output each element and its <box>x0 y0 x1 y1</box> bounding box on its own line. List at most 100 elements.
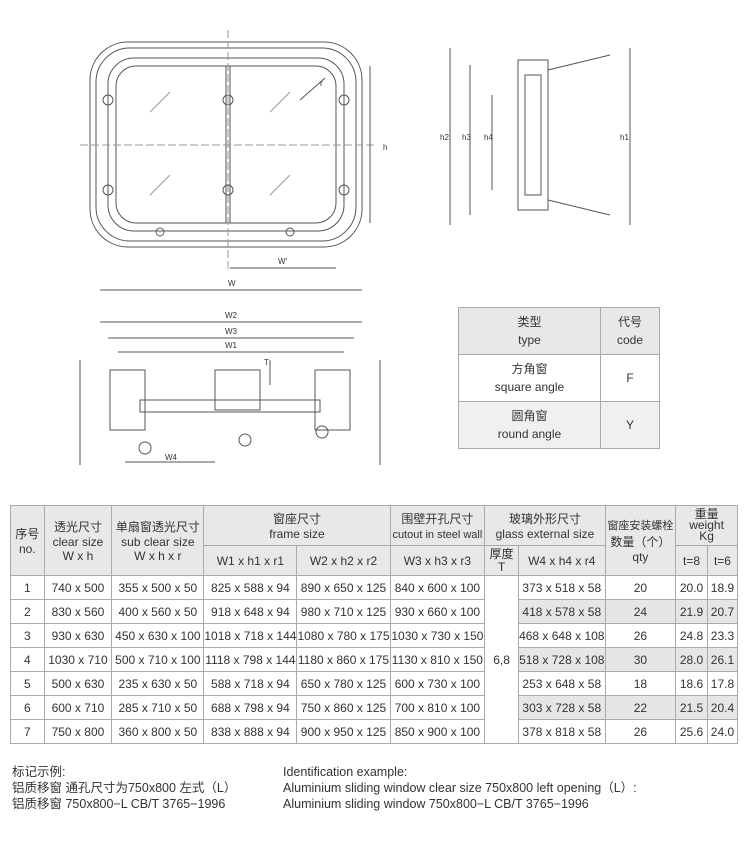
no-cell: 7 <box>10 719 45 744</box>
t-en: T <box>497 559 506 574</box>
qty-cell: 26 <box>604 719 677 744</box>
w3-cell: 840 x 600 x 100 <box>389 575 486 600</box>
sub-clear-size-cell: 285 x 710 x 50 <box>111 695 205 720</box>
w4-cell: 373 x 518 x 58 <box>517 575 606 600</box>
label-W-prime: W' <box>278 257 288 266</box>
weight-t6-cell: 24.0 <box>706 719 739 744</box>
footer-en-line2: Aluminium sliding window 750x800−L CB/T … <box>283 797 589 811</box>
cut-cn: 围壁开孔尺寸 <box>401 512 474 526</box>
w2-cell: 980 x 710 x 125 <box>296 599 391 624</box>
w3-cell: 700 x 810 x 100 <box>389 695 486 720</box>
sub-clear-size-cell: 235 x 630 x 50 <box>111 671 205 696</box>
footer-en: Identification example: Aluminium slidin… <box>283 764 637 812</box>
label-h2: h2 <box>440 133 449 142</box>
w2-cell: 890 x 650 x 125 <box>296 575 391 600</box>
w4-cell: 378 x 818 x 58 <box>517 719 606 744</box>
clear-size-cell: 740 x 500 <box>43 575 113 600</box>
w1-cell: 838 x 888 x 94 <box>203 719 298 744</box>
sub-cn: 单扇窗透光尺寸 <box>115 520 200 534</box>
w4-header: W4 x h4 x r4 <box>517 545 606 576</box>
no-cell: 2 <box>10 599 45 624</box>
w4-cell: 418 x 578 x 58 <box>517 599 606 624</box>
w4-cell: 253 x 648 x 58 <box>517 671 606 696</box>
w2-cell: 1180 x 860 x 175 <box>296 647 391 672</box>
qty-cell: 30 <box>604 647 677 672</box>
clear-dim: W x h <box>62 549 94 563</box>
w1-cell: 1118 x 798 x 144 <box>203 647 298 672</box>
wt-en: weight <box>689 518 724 532</box>
type-code: F <box>600 354 660 402</box>
weight-t8-cell: 18.6 <box>675 671 708 696</box>
label-W: W <box>228 279 236 288</box>
code-header: 代号 code <box>600 307 660 355</box>
w2-header: W2 x h2 x r2 <box>296 545 391 576</box>
label-h1: h1 <box>620 133 629 142</box>
no-cell: 5 <box>10 671 45 696</box>
code-header-cn: 代号 <box>617 315 642 329</box>
label-T: T <box>264 358 269 367</box>
weight-t6-cell: 23.3 <box>706 623 739 648</box>
w2-cell: 650 x 780 x 125 <box>296 671 391 696</box>
w2-cell: 1080 x 780 x 175 <box>296 623 391 648</box>
w3-cell: 1130 x 810 x 150 <box>389 647 486 672</box>
qty-cn: 窗座安装螺栓 <box>607 520 674 532</box>
footer-cn-line1: 铝质移窗 通孔尺寸为750x800 左式（L） <box>12 781 237 795</box>
footer-en-line1: Aluminium sliding window clear size 750x… <box>283 781 637 795</box>
label-W2: W2 <box>225 311 238 320</box>
clear-size-cell: 1030 x 710 <box>43 647 113 672</box>
cross-section-drawing: W2 W3 W1 W4 T <box>79 311 381 465</box>
w3-header: W3 x h3 x r3 <box>389 545 486 576</box>
qty-cell: 20 <box>604 575 677 600</box>
thickness-cell: 6,8 <box>484 575 519 744</box>
front-view-drawing: h W W' r <box>80 30 387 291</box>
weight-t8-cell: 20.0 <box>675 575 708 600</box>
weight-t8-cell: 24.8 <box>675 623 708 648</box>
weight-t6-cell: 17.8 <box>706 671 739 696</box>
qty-en: qty <box>632 550 649 564</box>
footer-en-title: Identification example: <box>283 765 408 779</box>
type-code: Y <box>600 401 660 449</box>
w4-cell: 518 x 728 x 108 <box>517 647 606 672</box>
w3-cell: 850 x 900 x 100 <box>389 719 486 744</box>
code-header-en: code <box>616 333 644 347</box>
weight-t6-cell: 26.1 <box>706 647 739 672</box>
sub-clear-size-cell: 355 x 500 x 50 <box>111 575 205 600</box>
label-r: r <box>320 79 323 88</box>
cutout-header: 围壁开孔尺寸 cutout in steel wall <box>389 505 486 546</box>
w2-cell: 750 x 860 x 125 <box>296 695 391 720</box>
qty-cell: 22 <box>604 695 677 720</box>
footer-cn: 标记示例: 铝质移窗 通孔尺寸为750x800 左式（L） 铝质移窗 750x8… <box>12 764 236 812</box>
w1-cell: 825 x 588 x 94 <box>203 575 298 600</box>
wt-unit: Kg <box>699 529 714 543</box>
wt-cn: 重量 <box>694 507 719 521</box>
clear-cn: 透光尺寸 <box>53 520 102 534</box>
w3-cell: 1030 x 730 x 150 <box>389 623 486 648</box>
weight-t8-cell: 21.5 <box>675 695 708 720</box>
glass-en: glass external size <box>495 527 595 541</box>
no-en: no. <box>18 542 36 556</box>
w1-cell: 588 x 718 x 94 <box>203 671 298 696</box>
w1-cell: 1018 x 718 x 144 <box>203 623 298 648</box>
qty-cell: 26 <box>604 623 677 648</box>
cut-en: cutout in steel wall <box>392 529 483 541</box>
no-cell: 4 <box>10 647 45 672</box>
frame-cn: 窗座尺寸 <box>272 512 321 526</box>
label-h: h <box>383 143 387 152</box>
weight-t6-cell: 18.9 <box>706 575 739 600</box>
side-section-drawing: h2 h3 h4 h1 <box>440 48 631 225</box>
weight-t8-cell: 25.6 <box>675 719 708 744</box>
w3-cell: 930 x 660 x 100 <box>389 599 486 624</box>
technical-drawings: h W W' r h2 h3 h4 h1 W2 W3 W1 W4 T <box>79 30 631 465</box>
label-h3: h3 <box>462 133 471 142</box>
clear-size-cell: 600 x 710 <box>43 695 113 720</box>
